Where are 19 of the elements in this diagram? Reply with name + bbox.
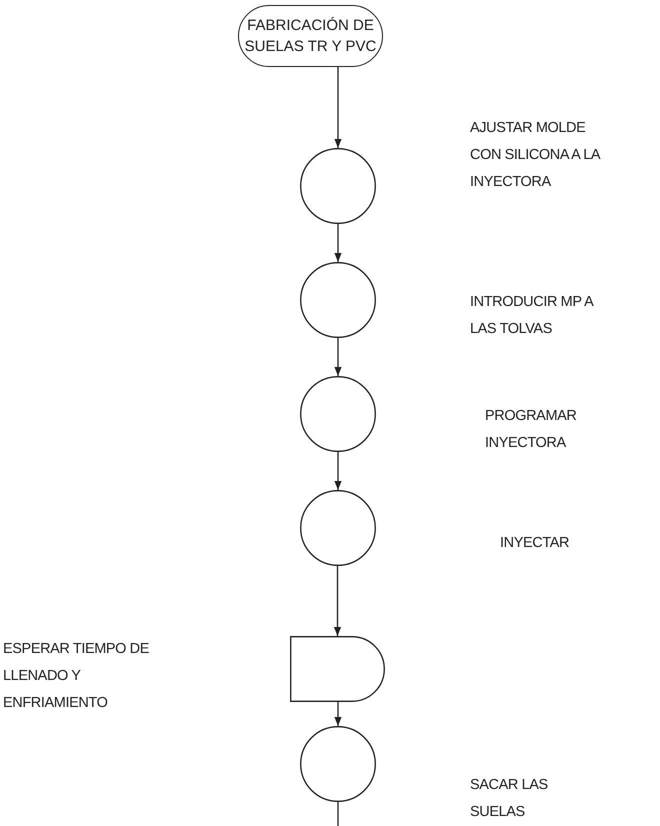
operation-circle (300, 148, 376, 224)
step-label: INYECTAR (500, 534, 570, 553)
flow-arrow (334, 452, 342, 490)
flow-arrow (334, 702, 342, 726)
flow-arrow (334, 566, 342, 636)
terminal-text: FABRICACIÓN DE SUELAS TR Y PVC (244, 16, 378, 57)
step-label: AJUSTAR MOLDE CON SILICONA A LA INYECTORA (470, 119, 601, 192)
delay-symbol (290, 636, 385, 702)
step-label: SACAR LAS SUELAS (470, 776, 549, 822)
flow-arrow (334, 224, 342, 262)
step-label: INTRODUCIR MP A LAS TOLVAS (470, 293, 594, 339)
step-label: ESPERAR TIEMPO DE LLENADO Y ENFRIAMIENTO (3, 640, 150, 713)
flow-arrow (334, 67, 342, 148)
operation-circle (300, 376, 376, 452)
operation-circle (300, 262, 376, 338)
operation-circle (300, 490, 376, 566)
step-label: PROGRAMAR INYECTORA (485, 407, 578, 453)
flow-arrow (334, 338, 342, 376)
operation-circle (300, 726, 376, 802)
